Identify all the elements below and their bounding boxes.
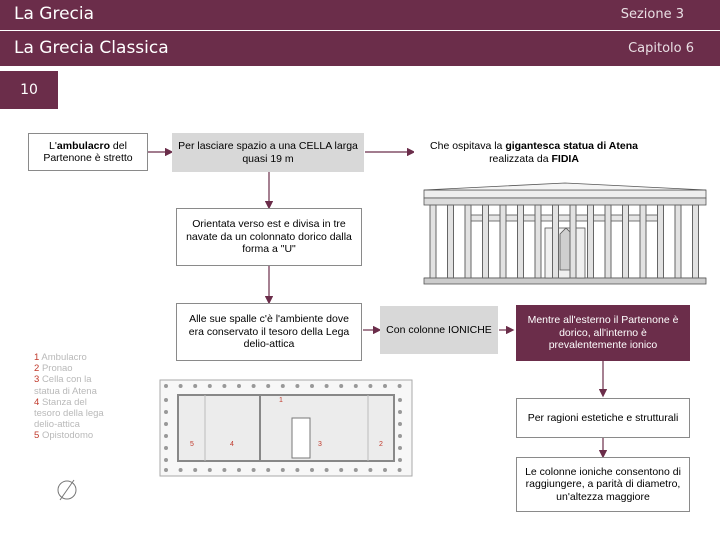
legend-item: delio-attica bbox=[34, 419, 80, 431]
box-tesoro: Alle sue spalle c'è l'ambiente dove era … bbox=[176, 303, 362, 361]
plan-column bbox=[295, 468, 300, 472]
box-statua: Che ospitava la gigantesca statua di Ate… bbox=[414, 133, 654, 172]
plan-column bbox=[398, 434, 402, 438]
temple-column bbox=[674, 204, 682, 279]
temple-column bbox=[552, 204, 559, 279]
plan-column bbox=[368, 384, 373, 388]
plan-column bbox=[398, 410, 402, 414]
legend-item: 3 Cella con la bbox=[34, 374, 92, 386]
temple-column bbox=[692, 204, 699, 279]
slide-number: 10 bbox=[0, 71, 58, 109]
temple-column bbox=[622, 204, 629, 279]
temple-column bbox=[482, 204, 489, 279]
box-ragioni: Per ragioni estetiche e strutturali bbox=[516, 398, 690, 438]
plan-column bbox=[178, 384, 183, 388]
box-ambulacro: L'ambulacro del Partenone è stretto bbox=[28, 133, 148, 171]
plan-column bbox=[324, 384, 329, 388]
box-ioniche: Con colonne IONICHE bbox=[380, 306, 498, 354]
plan-column bbox=[310, 384, 314, 388]
legend-item: 2 Pronao bbox=[34, 363, 73, 375]
temple-column bbox=[499, 204, 507, 279]
plan-column bbox=[398, 458, 402, 462]
box-cella: Per lasciare spazio a una CELLA larga qu… bbox=[172, 133, 364, 172]
temple-column bbox=[447, 204, 454, 279]
box-esterno-dorico: Mentre all'esterno il Partenone è dorico… bbox=[516, 305, 690, 361]
temple-column bbox=[534, 204, 542, 279]
header-bar: La Grecia Sezione 3 bbox=[0, 0, 720, 30]
legend-item: 5 Opistodomo bbox=[34, 430, 94, 442]
plan-column bbox=[164, 410, 168, 414]
plan-column bbox=[280, 468, 285, 472]
plan-column bbox=[251, 384, 256, 388]
legend-item: statua di Atena bbox=[34, 385, 97, 397]
plan-column bbox=[222, 468, 227, 472]
subheader-bar: La Grecia Classica Capitolo 6 bbox=[0, 31, 720, 66]
temple-column bbox=[639, 204, 647, 279]
plan-column bbox=[178, 468, 183, 472]
plan-column bbox=[339, 384, 344, 388]
plan-column bbox=[353, 468, 358, 472]
temple-column bbox=[657, 204, 664, 279]
plan-column bbox=[368, 468, 373, 472]
box-colonne-ioniche: Le colonne ioniche consentono di raggiun… bbox=[516, 457, 690, 512]
plan-column bbox=[164, 446, 168, 450]
temple-column bbox=[464, 204, 472, 279]
plan-label-3: 3 bbox=[318, 441, 322, 448]
floor-plan bbox=[159, 379, 413, 477]
plan-column bbox=[398, 422, 402, 426]
plan-column bbox=[324, 468, 329, 472]
plan-legend: 1 Ambulacro 2 Pronao 3 Cella con la stat… bbox=[34, 352, 104, 442]
compass-icon bbox=[57, 479, 77, 501]
temple-column bbox=[604, 204, 612, 279]
plan-column bbox=[164, 422, 168, 426]
plan-column bbox=[397, 384, 402, 388]
plan-column bbox=[164, 468, 168, 472]
chapter-label: Capitolo 6 bbox=[628, 41, 694, 56]
plan-column bbox=[398, 446, 402, 450]
plan-label-4: 4 bbox=[230, 441, 234, 448]
plan-column bbox=[237, 468, 241, 472]
plan-column bbox=[193, 384, 198, 388]
plan-column bbox=[193, 468, 198, 472]
plan-label-5: 5 bbox=[190, 441, 194, 448]
plan-column bbox=[266, 468, 271, 472]
plan-column bbox=[164, 434, 168, 438]
temple-column bbox=[517, 204, 524, 279]
plan-column bbox=[353, 384, 358, 388]
header-title: La Grecia bbox=[14, 4, 95, 24]
plan-column bbox=[164, 384, 168, 388]
plan-column bbox=[295, 384, 300, 388]
plan-column bbox=[222, 384, 227, 388]
plan-label-1: 1 bbox=[279, 397, 283, 404]
temple-column bbox=[587, 204, 594, 279]
plan-column bbox=[398, 398, 402, 402]
section-label: Sezione 3 bbox=[620, 7, 684, 22]
plan-column bbox=[251, 468, 256, 472]
temple-column bbox=[569, 204, 577, 279]
plan-label-2: 2 bbox=[379, 441, 383, 448]
subheader-title: La Grecia Classica bbox=[14, 38, 169, 58]
legend-item: 4 Stanza del bbox=[34, 396, 87, 408]
plan-column bbox=[280, 384, 285, 388]
box-orientata: Orientata verso est e divisa in tre nava… bbox=[176, 208, 362, 266]
plan-column bbox=[207, 468, 212, 472]
plan-column bbox=[310, 468, 314, 472]
temple-column bbox=[429, 204, 437, 279]
plan-column bbox=[207, 384, 212, 388]
plan-column bbox=[164, 398, 168, 402]
plan-column bbox=[266, 384, 271, 388]
plan-column bbox=[383, 468, 387, 472]
plan-column bbox=[339, 468, 344, 472]
legend-item: 1 Ambulacro bbox=[34, 352, 87, 363]
plan-column bbox=[237, 384, 241, 388]
plan-column bbox=[164, 458, 168, 462]
plan-column bbox=[397, 468, 402, 472]
plan-column bbox=[383, 384, 387, 388]
legend-item: tesoro della lega bbox=[34, 408, 104, 420]
